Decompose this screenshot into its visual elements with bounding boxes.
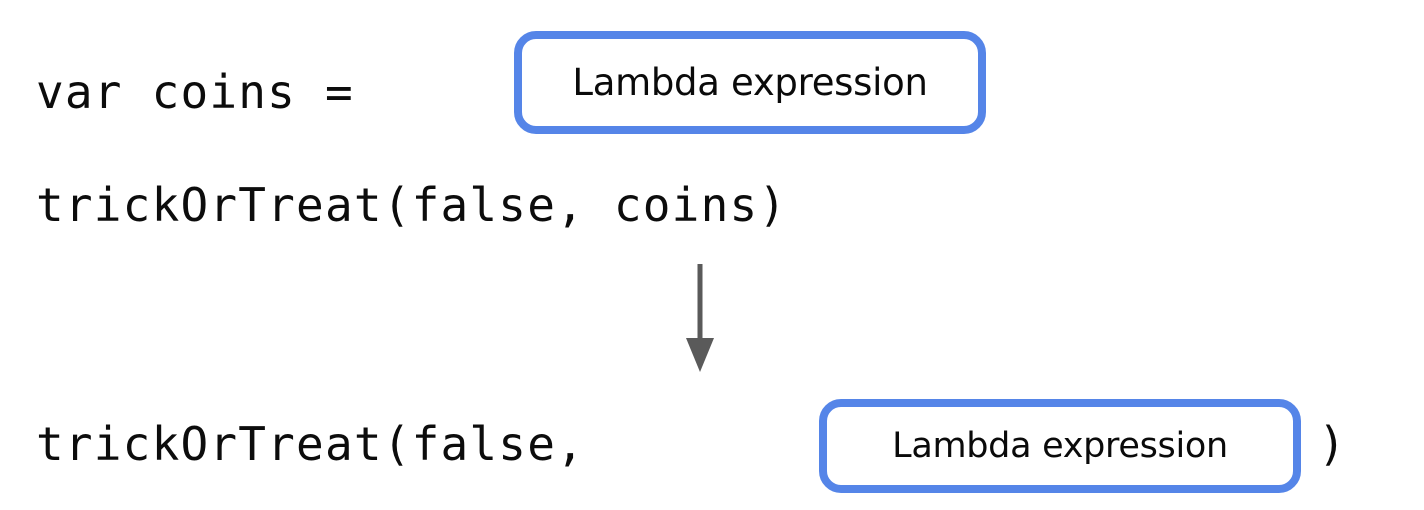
lambda-expression-badge-after[interactable]: Lambda expression bbox=[819, 399, 1301, 493]
lambda-expression-badge-before-label: Lambda expression bbox=[572, 61, 928, 104]
arrow-down-icon bbox=[686, 264, 714, 372]
code-line-2-call: trickOrTreat(false, coins) bbox=[36, 178, 788, 232]
code-line-3-prefix: trickOrTreat(false, bbox=[36, 417, 614, 471]
code-line-1-prefix: var coins = bbox=[36, 65, 383, 119]
lambda-expression-badge-before[interactable]: Lambda expression bbox=[514, 31, 986, 134]
code-line-3-suffix: ) bbox=[1318, 417, 1347, 471]
arrow-head bbox=[686, 338, 714, 372]
lambda-expression-badge-after-label: Lambda expression bbox=[892, 426, 1228, 466]
